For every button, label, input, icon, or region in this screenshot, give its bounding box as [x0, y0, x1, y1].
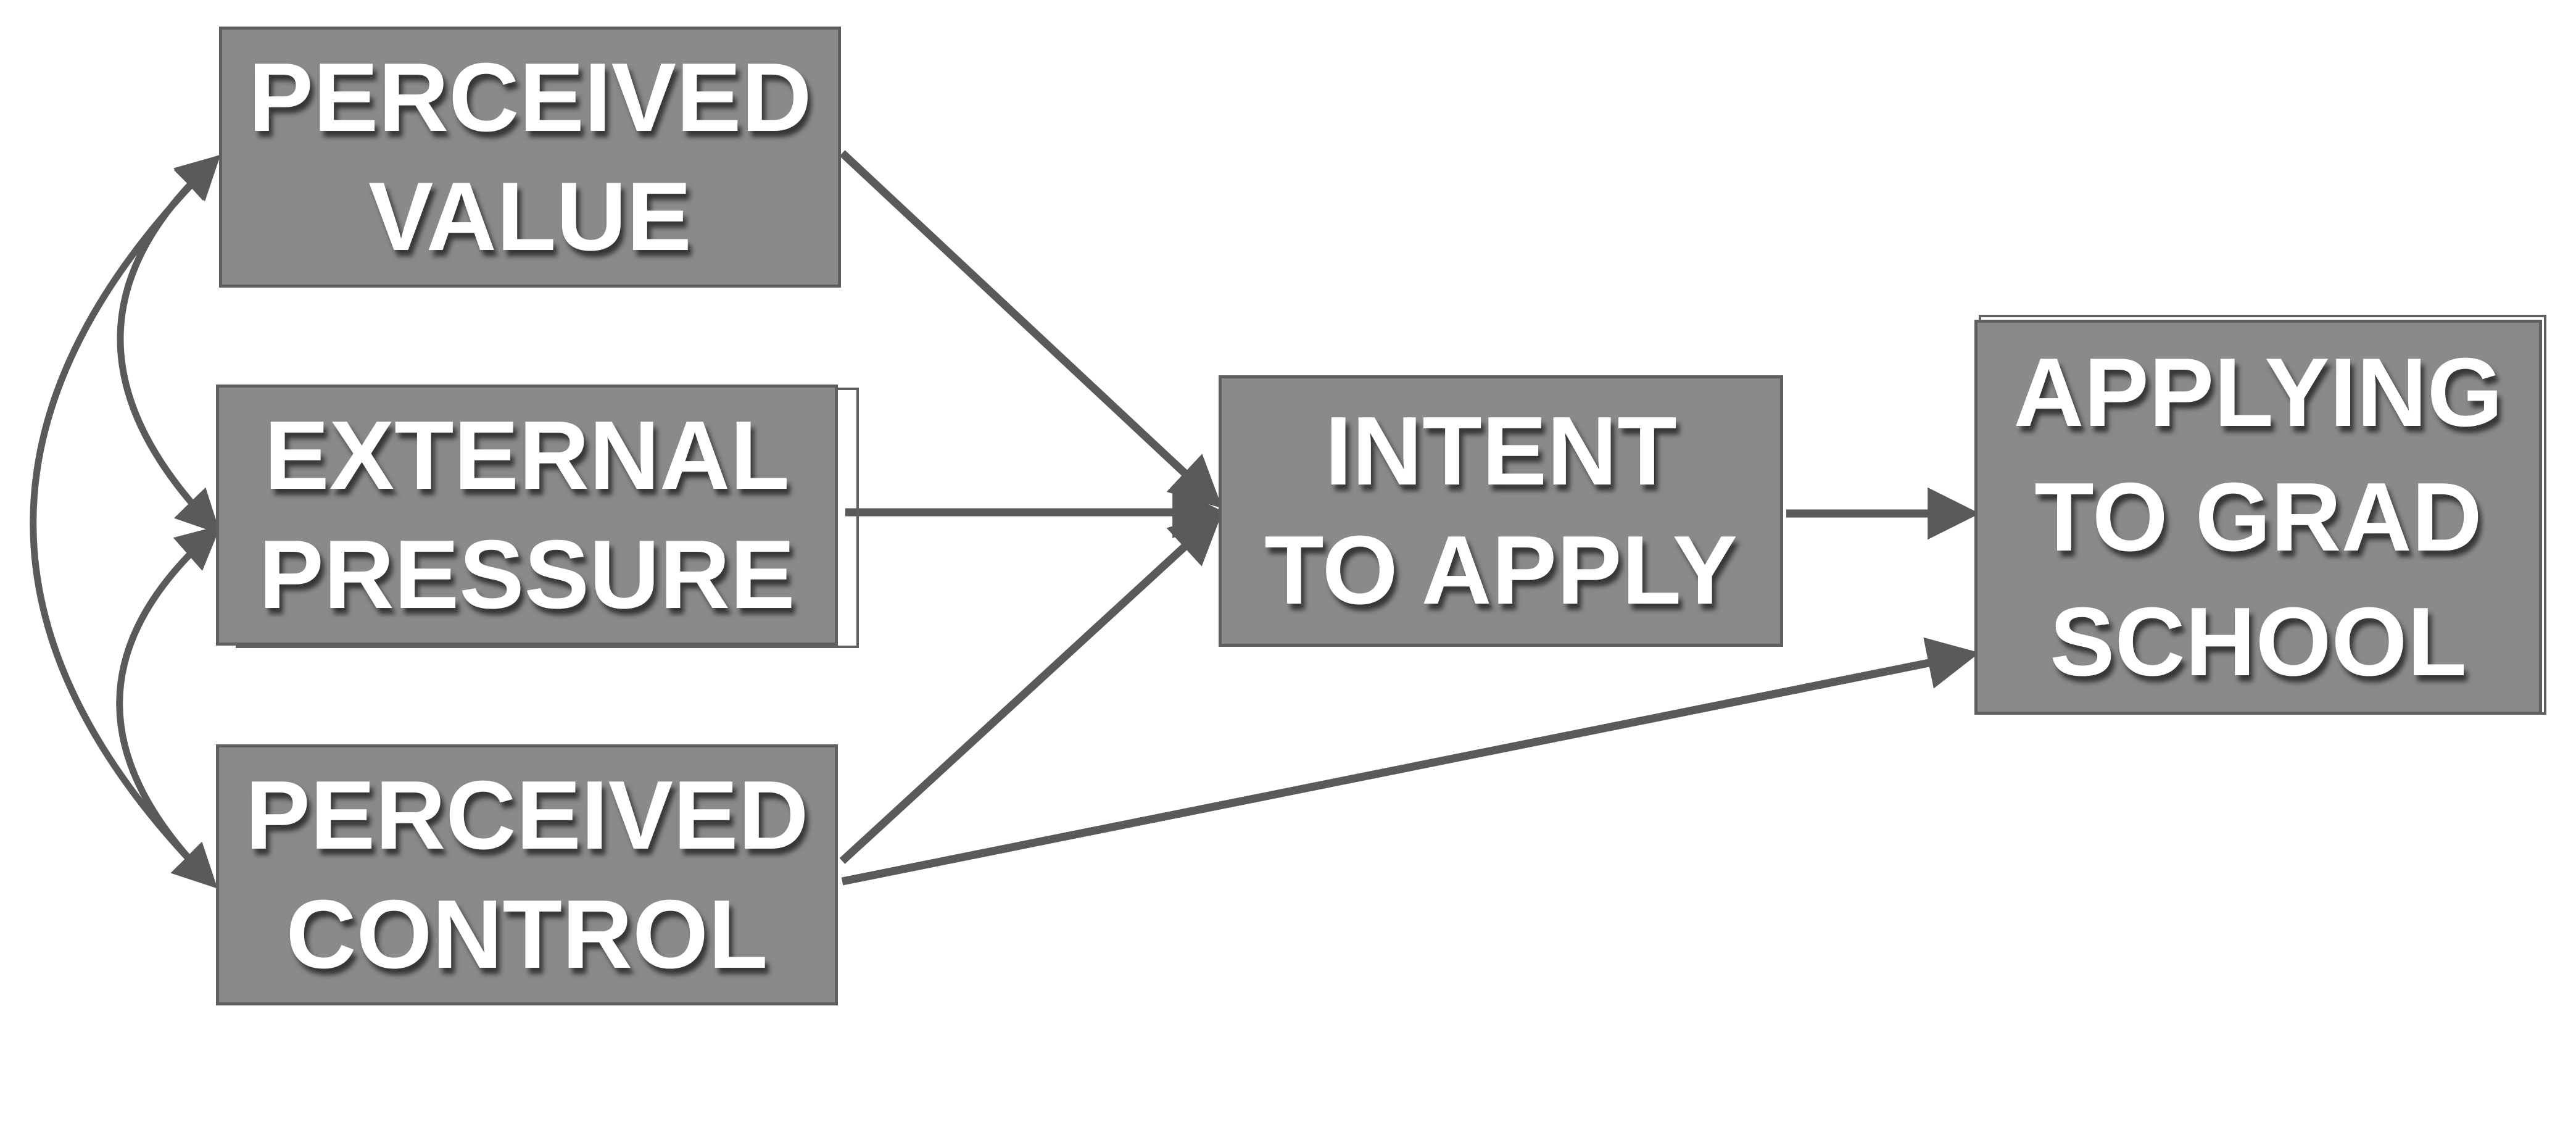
node-perceived-control: PERCEIVED CONTROL: [216, 744, 838, 1005]
node-label-line: PRESSURE: [259, 520, 795, 629]
node-label-line: CONTROL: [286, 880, 768, 989]
arrow-pc-to-intent: [839, 512, 1223, 864]
node-label-line: TO APPLY: [1264, 516, 1737, 625]
node-external-pressure: EXTERNAL PRESSURE: [216, 385, 838, 646]
node-label-line: PERCEIVED: [245, 760, 809, 870]
node-applying-to-grad-school: APPLYING TO GRAD SCHOOL: [1974, 320, 2542, 715]
node-perceived-value: PERCEIVED VALUE: [219, 27, 841, 288]
node-label-line: TO GRAD: [2034, 462, 2482, 572]
node-intent-to-apply: INTENT TO APPLY: [1219, 375, 1783, 647]
node-label-line: EXTERNAL: [264, 401, 790, 510]
node-label-line: APPLYING: [2013, 338, 2503, 447]
arrow-pv-to-intent: [839, 150, 1223, 509]
arrow-pc-to-applying: [841, 637, 1980, 886]
node-label-line: SCHOOL: [2050, 588, 2467, 697]
node-label-line: PERCEIVED: [248, 43, 812, 152]
correlation-pv-pc: [30, 154, 221, 889]
node-label-line: VALUE: [368, 162, 692, 271]
node-label-line: INTENT: [1325, 397, 1677, 506]
